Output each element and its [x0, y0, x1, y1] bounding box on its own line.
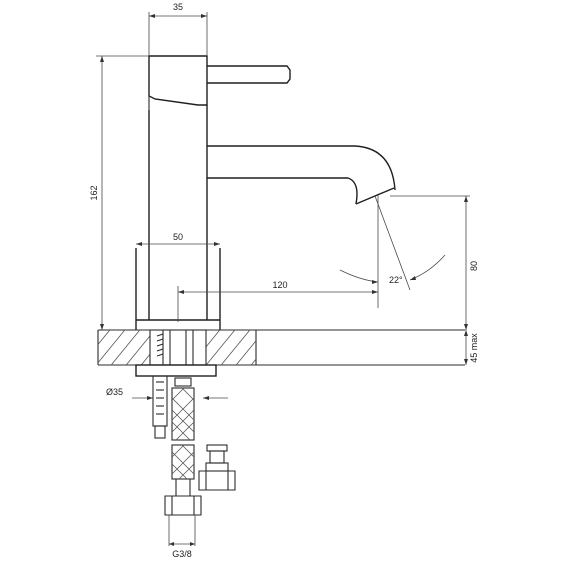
faucet-lever	[207, 65, 291, 84]
dimension-spout-height: 80	[390, 195, 479, 330]
dimension-connection: G3/8	[168, 515, 196, 559]
dimension-label-connection: G3/8	[172, 549, 192, 559]
dimension-total-height: 162	[89, 55, 149, 330]
dimension-label-hole-diameter: Ø35	[106, 387, 123, 397]
dimension-label-angle: 22°	[389, 275, 403, 285]
connection-nut	[164, 495, 202, 516]
dimension-hole-diameter: Ø35	[106, 387, 228, 400]
dimension-label-top-width: 35	[173, 2, 183, 12]
faucet-handle-cap	[148, 55, 208, 110]
dimension-base-width: 50	[136, 232, 220, 246]
dimension-label-total-height: 162	[89, 185, 99, 200]
counter-top	[97, 329, 465, 366]
dimension-counter-thickness: 45 max	[464, 330, 479, 365]
dimension-top-width: 35	[148, 2, 208, 56]
dimension-spout-reach: 120	[177, 195, 379, 322]
dimension-spout-angle: 22°	[339, 195, 446, 291]
flexible-hose	[171, 377, 195, 496]
faucet-spout	[207, 145, 396, 205]
dimension-label-counter-thickness: 45 max	[469, 333, 479, 363]
mounting-nut	[135, 364, 217, 377]
threaded-rod	[152, 375, 168, 439]
angle-valve	[198, 444, 236, 491]
dimension-label-spout-reach: 120	[272, 280, 287, 290]
faucet-body	[148, 105, 208, 320]
dimension-label-base-width: 50	[173, 232, 183, 242]
threaded-shank	[149, 329, 207, 366]
dimension-label-spout-height: 80	[469, 261, 479, 271]
